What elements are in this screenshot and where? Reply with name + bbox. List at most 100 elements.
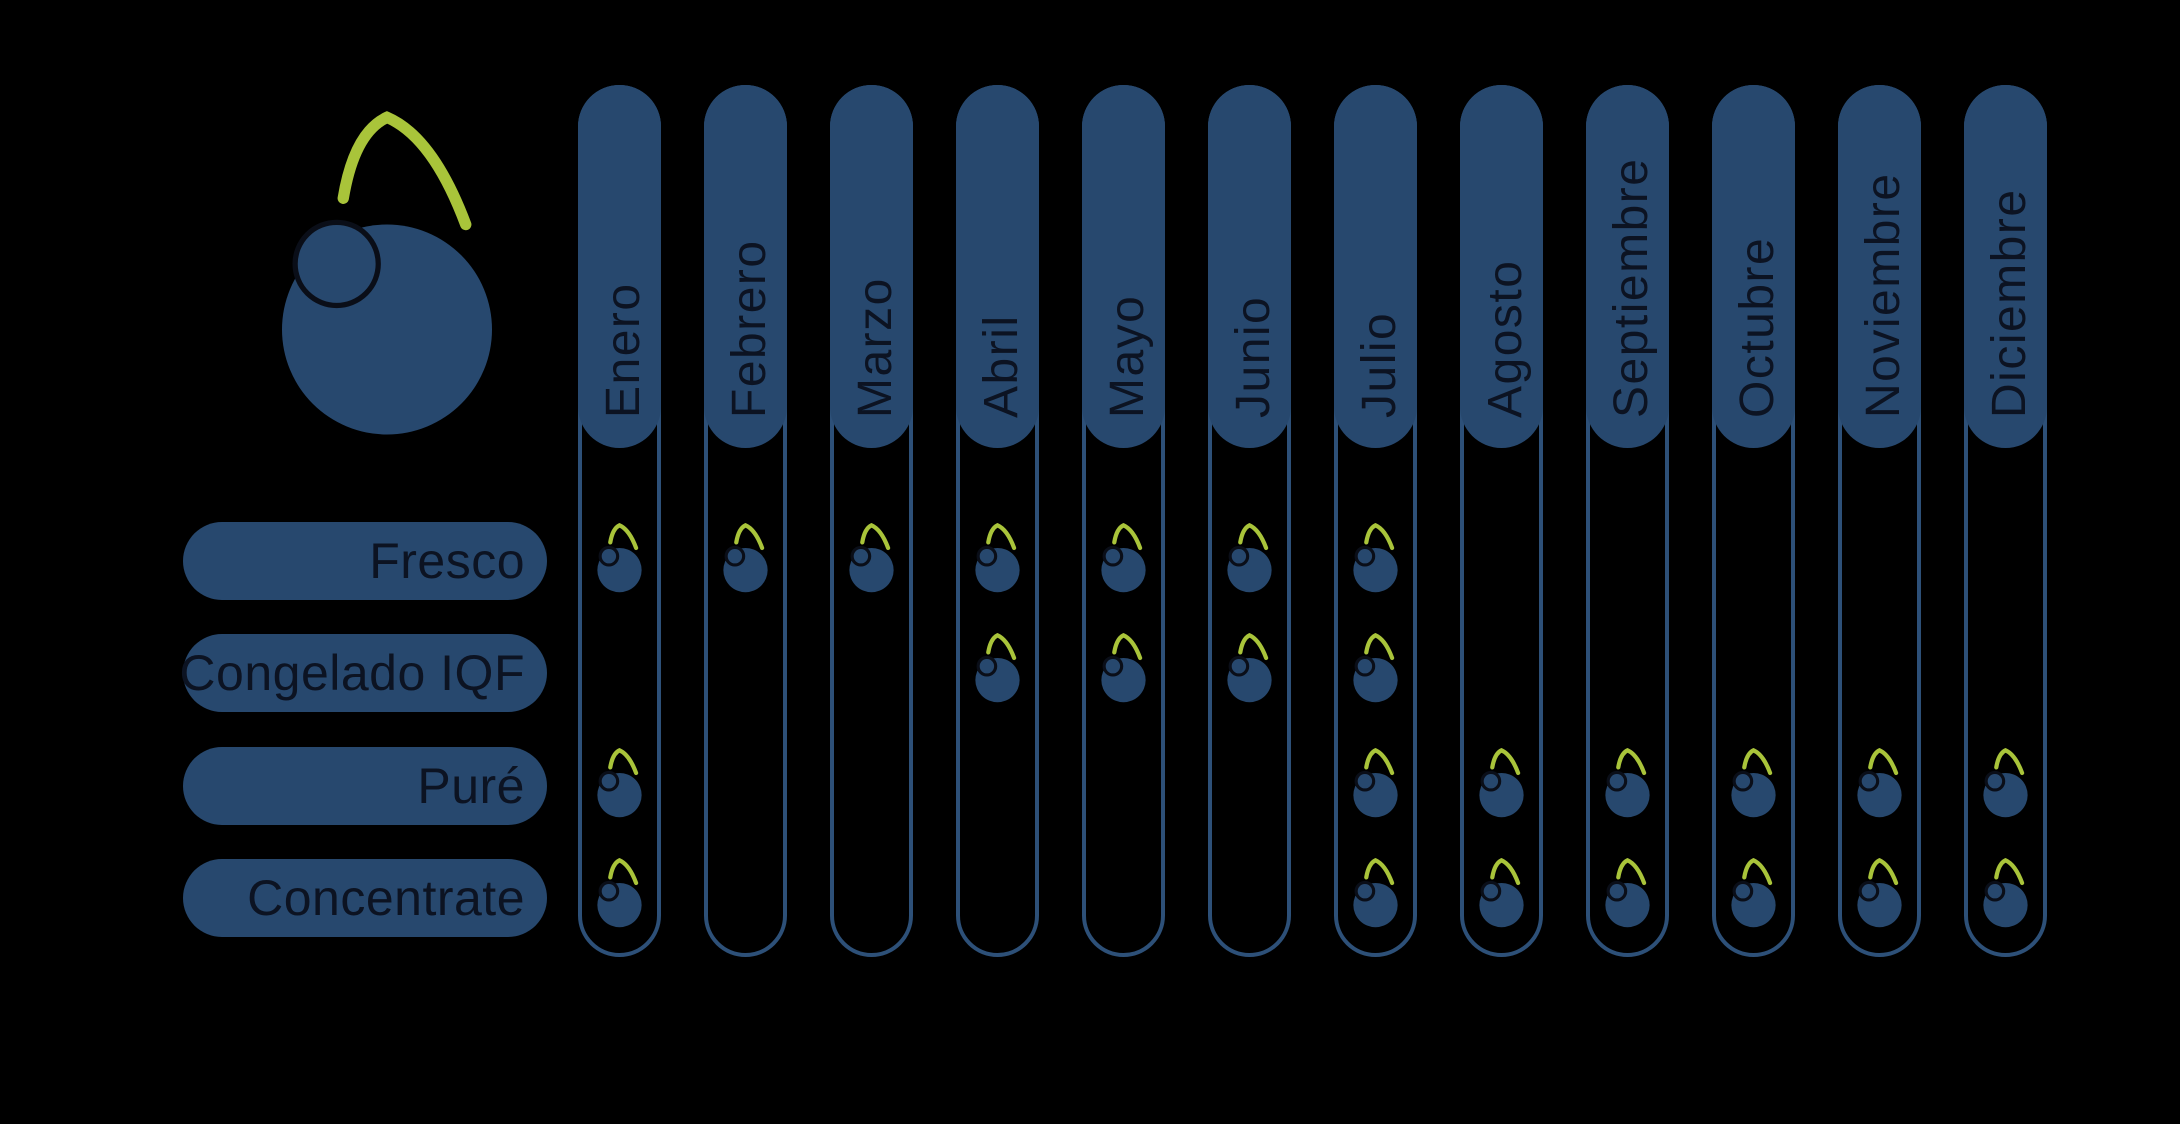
month-label-diciembre: Diciembre [1983,188,2036,418]
blueberry-icon-pure-noviembre [1850,747,1909,821]
blueberry-icon [597,523,642,593]
stem-leaf [860,523,891,551]
berry-highlight [1984,880,2006,902]
stem-leaf [608,523,639,551]
blueberry-icon [1857,748,1902,818]
berry-highlight [1732,770,1754,792]
blueberry-icon [723,523,768,593]
blueberry-icon [1605,748,1650,818]
berry-highlight [1858,880,1880,902]
berry-highlight [1102,545,1124,567]
stem-leaf [986,523,1017,551]
product-label-concentrate: Concentrate [247,870,525,926]
berry-highlight [1354,545,1376,567]
blueberry-logo-icon [247,102,527,452]
blueberry-icon [1227,633,1272,703]
blueberry-icon [1731,748,1776,818]
berry-highlight [598,880,620,902]
blueberry-icon-fresco-mayo [1094,522,1153,596]
stem-leaf [1364,523,1395,551]
berry-highlight [976,545,998,567]
month-header-pill-marzo [830,85,913,448]
blueberry-icon-congelado-iqf-junio [1220,632,1279,706]
blueberry-icon [1479,858,1524,928]
blueberry-icon-congelado-iqf-julio [1346,632,1405,706]
month-header-pill-agosto [1460,85,1543,448]
stem-leaf [1994,748,2025,776]
blueberry-icon [1731,858,1776,928]
blueberry-logo-glyph [282,111,492,435]
stem-leaf [1868,858,1899,886]
stem-leaf [1994,858,2025,886]
blueberry-icon-pure-diciembre [1976,747,2035,821]
blueberry-icon-pure-agosto [1472,747,1531,821]
stem-leaf [1490,858,1521,886]
stem-leaf [1742,858,1773,886]
month-header-pill-mayo [1082,85,1165,448]
stem-leaf [1490,748,1521,776]
product-label-fresco: Fresco [369,533,525,589]
month-label-abril: Abril [975,314,1028,418]
berry-highlight [1228,545,1250,567]
blueberry-icon [1983,858,2028,928]
month-label-junio: Junio [1227,295,1280,418]
blueberry-icon [1353,523,1398,593]
stem-leaf [608,858,639,886]
blueberry-icon-congelado-iqf-abril [968,632,1027,706]
berry-highlight [1354,770,1376,792]
blueberry-icon-fresco-junio [1220,522,1279,596]
stem-leaf [1238,633,1269,661]
blueberry-icon-fresco-febrero [716,522,775,596]
blueberry-icon [1605,858,1650,928]
berry-highlight [850,545,872,567]
blueberry-icon-pure-enero [590,747,649,821]
blueberry-icon [597,748,642,818]
berry-highlight [1732,880,1754,902]
month-label-mayo: Mayo [1101,294,1154,418]
berry-highlight [1354,655,1376,677]
blueberry-icon [1353,633,1398,703]
stem-leaf [734,523,765,551]
stem-leaf [1742,748,1773,776]
month-label-noviembre: Noviembre [1857,172,1910,418]
product-pill-pure: Puré [183,747,547,825]
stem-leaf [1112,633,1143,661]
blueberry-icon-congelado-iqf-mayo [1094,632,1153,706]
berry-highlight [1606,770,1628,792]
month-label-febrero: Febrero [723,239,776,418]
berry-highlight [1228,655,1250,677]
berry-highlight [1354,880,1376,902]
stem-leaf [1616,858,1647,886]
blueberry-icon-concentrate-septiembre [1598,857,1657,931]
stem-leaf [1868,748,1899,776]
month-label-julio: Julio [1353,311,1406,418]
berry-highlight [598,545,620,567]
berry-highlight [976,655,998,677]
blueberry-icon [1983,748,2028,818]
blueberry-icon-pure-octubre [1724,747,1783,821]
blueberry-icon [975,633,1020,703]
blueberry-icon [1353,858,1398,928]
month-header-pill-abril [956,85,1039,448]
month-header-pill-septiembre [1586,85,1669,448]
product-pill-congelado-iqf: Congelado IQF [179,634,547,712]
stem-leaf [1364,633,1395,661]
berry-highlight [1102,655,1124,677]
stem-leaf [986,633,1017,661]
stem-leaf [1112,523,1143,551]
blueberry-icon [1227,523,1272,593]
product-pill-fresco: Fresco [183,522,547,600]
blueberry-icon-fresco-julio [1346,522,1405,596]
month-header-pill-junio [1208,85,1291,448]
month-header-pill-febrero [704,85,787,448]
blueberry-icon [975,523,1020,593]
month-label-enero: Enero [597,282,650,418]
month-header-pill-diciembre [1964,85,2047,448]
month-header-pill-octubre [1712,85,1795,448]
month-header-pill-noviembre [1838,85,1921,448]
stem-leaf [337,111,472,231]
berry-highlight [1480,770,1502,792]
month-header-pill-enero [578,85,661,448]
month-label-octubre: Octubre [1731,236,1784,418]
